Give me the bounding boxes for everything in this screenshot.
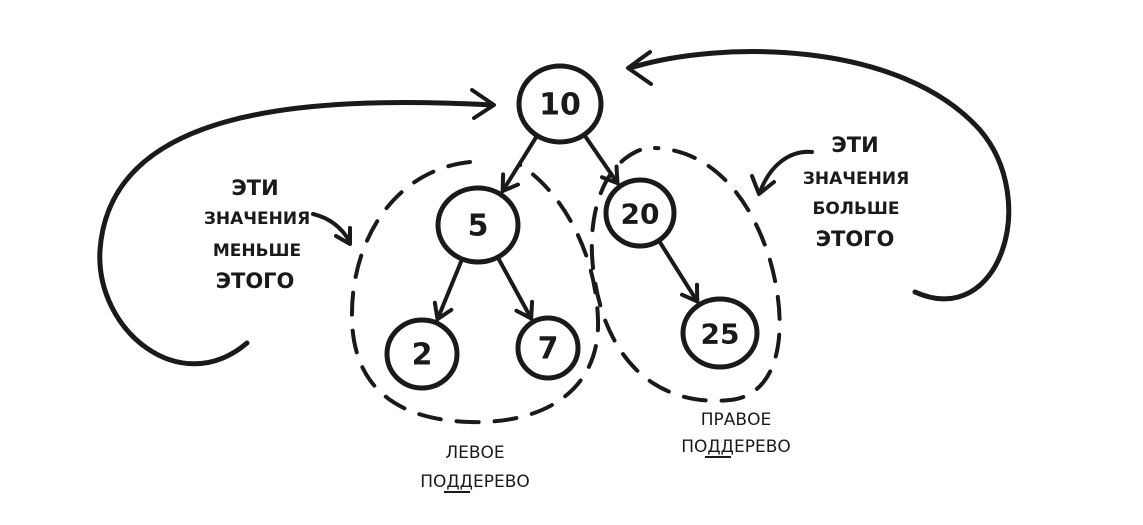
left-note-line-4: ЭТОГО — [216, 269, 295, 293]
node-circle-2 — [384, 317, 460, 391]
right-big-arrowhead — [626, 50, 653, 86]
edge-arrowhead-n10-n5 — [500, 172, 520, 194]
node-value-10: 10 — [539, 88, 581, 123]
left-pointer-arrow — [311, 212, 352, 244]
right-note-line-1: ЭТИ — [831, 133, 878, 157]
edge-arrowhead-n5-n7 — [514, 299, 535, 321]
left-big-arrow — [97, 100, 495, 367]
right-note: ЭТИ ЗНАЧЕНИЯ БОЛЬШЕ ЭТОГО — [803, 133, 909, 251]
right-pointer-arrowhead — [750, 174, 776, 196]
tree-node-2: 2 — [384, 317, 460, 391]
right-subtree-label-line-2: ПОДДЕРЕВО — [681, 437, 791, 457]
tree-edges — [432, 131, 700, 322]
node-circle-5 — [435, 185, 521, 265]
left-subtree-label: ЛЕВОЕ ПОДДЕРЕВО — [420, 443, 530, 493]
edge-n20-n25 — [655, 237, 700, 304]
right-subtree-outline — [589, 146, 782, 403]
left-note: ЭТИ ЗНАЧЕНИЯ МЕНЬШЕ ЭТОГО — [204, 176, 310, 293]
node-circle-7 — [515, 315, 581, 381]
left-subtree-label-line-2: ПОДДЕРЕВО — [420, 472, 530, 492]
edge-arrowhead-n20-n25 — [680, 282, 700, 304]
node-value-25: 25 — [701, 318, 740, 351]
tree-node-25: 25 — [680, 296, 760, 370]
left-subtree-label-line-1: ЛЕВОЕ — [445, 443, 504, 463]
edge-n5-n7 — [494, 253, 534, 321]
edge-n10-n5 — [500, 131, 541, 194]
tree-node-10: 10 — [516, 63, 604, 145]
edge-n10-n20 — [581, 131, 620, 186]
left-note-line-2: ЗНАЧЕНИЯ — [204, 209, 310, 229]
left-subtree-outline — [349, 160, 601, 425]
tree-node-5: 5 — [435, 185, 521, 265]
left-big-arrowhead — [470, 88, 496, 120]
node-value-20: 20 — [621, 198, 660, 231]
right-note-line-3: БОЛЬШЕ — [812, 199, 899, 219]
right-subtree-label: ПРАВОЕ ПОДДЕРЕВО — [681, 410, 791, 458]
node-circle-10 — [516, 63, 604, 145]
edge-arrowhead-n10-n20 — [599, 164, 620, 186]
left-note-line-3: МЕНЬШЕ — [213, 241, 301, 261]
node-circle-20 — [603, 177, 677, 249]
right-subtree-label-line-1: ПРАВОЕ — [701, 410, 771, 430]
left-pointer-arrowhead — [334, 226, 352, 246]
node-value-2: 2 — [412, 338, 433, 373]
node-value-7: 7 — [538, 332, 559, 367]
tree-node-7: 7 — [515, 315, 581, 381]
tree-nodes: 10 5 20 2 7 25 — [384, 63, 760, 391]
right-pointer-arrow — [758, 149, 814, 194]
edge-arrowhead-n5-n2 — [432, 300, 454, 322]
right-note-line-2: ЗНАЧЕНИЯ — [803, 169, 909, 189]
node-circle-25 — [680, 296, 760, 370]
left-note-line-1: ЭТИ — [231, 176, 278, 200]
right-big-arrow — [627, 49, 1012, 302]
edge-n5-n2 — [435, 255, 465, 322]
right-note-line-4: ЭТОГО — [816, 227, 895, 251]
node-value-5: 5 — [468, 209, 489, 244]
tree-node-20: 20 — [603, 177, 677, 249]
